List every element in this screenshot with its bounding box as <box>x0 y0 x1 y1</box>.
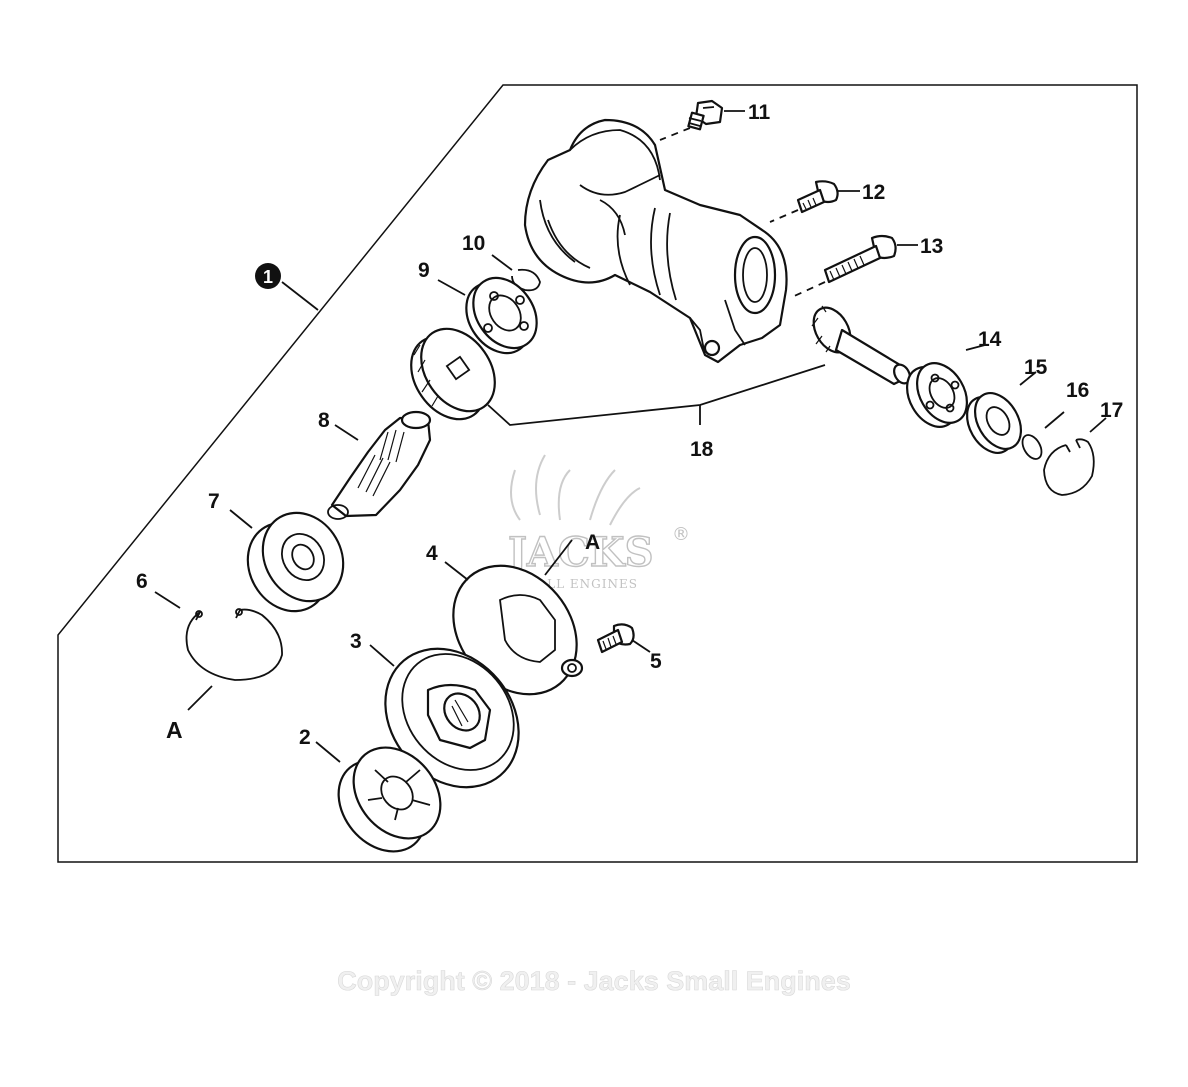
callout-16: 16 <box>1066 379 1089 402</box>
part-17-circlip <box>1043 438 1095 496</box>
part-2-cup <box>337 746 442 853</box>
part-11-bolt <box>687 99 724 131</box>
callout-2: 2 <box>299 726 311 749</box>
part-4-cover-plate <box>452 564 584 696</box>
part-9-bearing <box>465 276 538 355</box>
callout-8: 8 <box>318 409 330 432</box>
part-12-bolt <box>796 180 839 214</box>
section-marker-a-lower: A <box>166 717 183 743</box>
callout-9: 9 <box>418 259 430 282</box>
callout-14: 14 <box>978 328 1002 351</box>
callout-11: 11 <box>748 101 771 124</box>
callout-17: 17 <box>1100 399 1123 422</box>
part-13-bolt <box>823 234 897 284</box>
callout-5: 5 <box>650 650 662 673</box>
watermark-brand: JACKS <box>505 529 653 576</box>
assembly-marker-1: 1 <box>263 267 273 287</box>
section-a-arrow-lower <box>187 685 213 711</box>
part-3-holder <box>384 647 520 789</box>
callout-4: 4 <box>426 542 438 565</box>
callout-6: 6 <box>136 570 148 593</box>
section-a-arrow-upper <box>544 539 573 576</box>
callout-3: 3 <box>350 630 362 653</box>
part-5-screw <box>596 623 635 654</box>
callout-7: 7 <box>208 490 220 513</box>
part-8-splined-shaft <box>327 410 432 520</box>
watermark-logo: JACKS ® SMALL ENGINES <box>504 454 690 591</box>
section-marker-a-upper: A <box>585 531 600 554</box>
callout-12: 12 <box>862 181 885 204</box>
part-14-bearing <box>906 362 968 428</box>
assembly-frame <box>57 84 1138 863</box>
gear-case-housing <box>523 118 788 364</box>
assembly-marker-circle <box>255 263 281 289</box>
part-6-circlip <box>185 608 283 681</box>
callout-15: 15 <box>1024 356 1048 379</box>
part-18-pinion-gear <box>811 305 911 386</box>
part-15-seal <box>965 392 1023 454</box>
callout-18: 18 <box>690 438 714 461</box>
callout-13: 13 <box>920 235 943 258</box>
watermark-registered-mark: ® <box>672 524 690 545</box>
callout-10: 10 <box>462 232 485 255</box>
part-7-bearing <box>246 511 345 613</box>
part-18-bevel-gear <box>410 327 496 421</box>
copyright-notice: Copyright © 2018 - Jacks Small Engines <box>337 966 851 996</box>
part-16-ring <box>1021 434 1043 460</box>
